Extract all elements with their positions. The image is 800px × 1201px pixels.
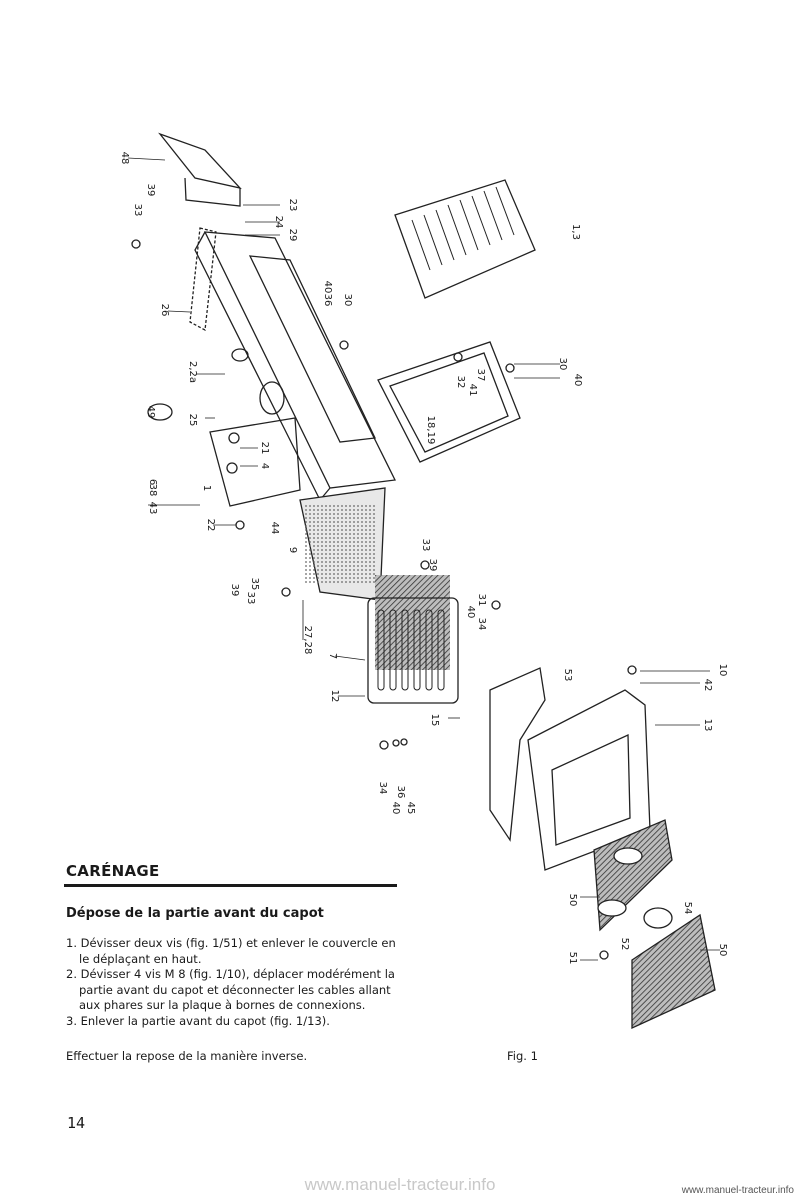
part-label: 40 [465,606,476,619]
part-label: 48 [119,152,130,165]
closing-note: Effectuer la repose de la manière invers… [66,1049,308,1063]
section-title: CARÉNAGE [66,862,160,880]
part-label: 34 [476,618,487,631]
part-label: 54 [682,902,693,915]
part-label: 40 [322,281,333,294]
step-2: 2. Dévisser 4 vis M 8 (fig. 1/10), dépla… [66,967,395,1013]
part-label: 33 [420,539,431,552]
grille-frame [377,341,521,463]
watermark-right[interactable]: www.manuel-tracteur.info [681,1185,794,1196]
section-rule [64,884,397,887]
part-label: 45 [405,802,416,815]
hood-body [194,231,396,502]
part-label: 23 [287,199,298,212]
part-label: 9 [287,547,298,553]
mesh-panel [375,575,450,670]
part-label: 49 [145,406,156,419]
part-label: 33 [245,592,256,605]
part-label: 40 [572,374,583,387]
part-label: 43 [147,502,158,515]
front-grille [367,597,459,704]
part-label: 6 [147,479,158,485]
subsection-title: Dépose de la partie avant du capot [66,906,324,921]
part-label: 33 [132,204,143,217]
part-label: 7 [327,653,338,659]
part-label: 44 [269,522,280,535]
part-label: 12 [329,690,340,703]
top-bracket [158,132,242,207]
part-label: 39 [145,184,156,197]
part-label: 29 [287,229,298,242]
page-number: 14 [67,1114,86,1132]
part-label: 50 [717,944,728,957]
front-housing [527,689,651,871]
part-label: 4 [259,463,270,469]
part-label: 2,2a [187,361,198,383]
step-3: 3. Enlever la partie avant du capot (fig… [66,1013,330,1028]
part-label: 13 [702,719,713,732]
part-label: 39 [427,559,438,572]
part-label: 36 [322,294,333,307]
part-label: 30 [557,358,568,371]
part-label: 39 [229,584,240,597]
step-1: 1. Dévisser deux vis (fig. 1/51) et enle… [66,936,396,966]
part-label: 21 [259,442,270,455]
part-label: 22 [205,519,216,532]
part-label: 30 [342,294,353,307]
part-label: 51 [567,952,578,965]
part-label: 25 [187,414,198,427]
watermark-center[interactable]: www.manuel-tracteur.info [304,1175,496,1194]
cover-panel [631,913,716,1030]
part-label: 31 [476,594,487,607]
part-label: 41 [467,384,478,397]
part-label: 32 [455,376,466,389]
part-label: 36 [395,786,406,799]
part-label: 26 [159,304,170,317]
part-label: 15 [429,714,440,727]
part-label: 18,19 [425,416,436,445]
part-label: 35 [249,578,260,591]
part-label: 1,3 [570,224,581,240]
figure-caption: Fig. 1 [507,1049,538,1063]
procedure-steps: 1. Dévisser deux vis (fig. 1/51) et enle… [66,936,402,1030]
part-label: 53 [562,669,573,682]
part-label: 38 [147,484,158,497]
part-label: 1 [201,485,212,491]
part-label: 40 [390,802,401,815]
side-strip [189,227,217,332]
part-label: 27,28 [302,626,313,655]
part-label: 52 [619,938,630,951]
part-label: 10 [717,664,728,677]
part-label: 37 [475,369,486,382]
part-label: 42 [702,679,713,692]
lower-bracket [489,667,546,842]
side-panel [209,417,301,507]
part-label: 34 [377,782,388,795]
part-label: 50 [567,894,578,907]
upper-grille [394,179,536,299]
part-label: 24 [273,216,284,229]
